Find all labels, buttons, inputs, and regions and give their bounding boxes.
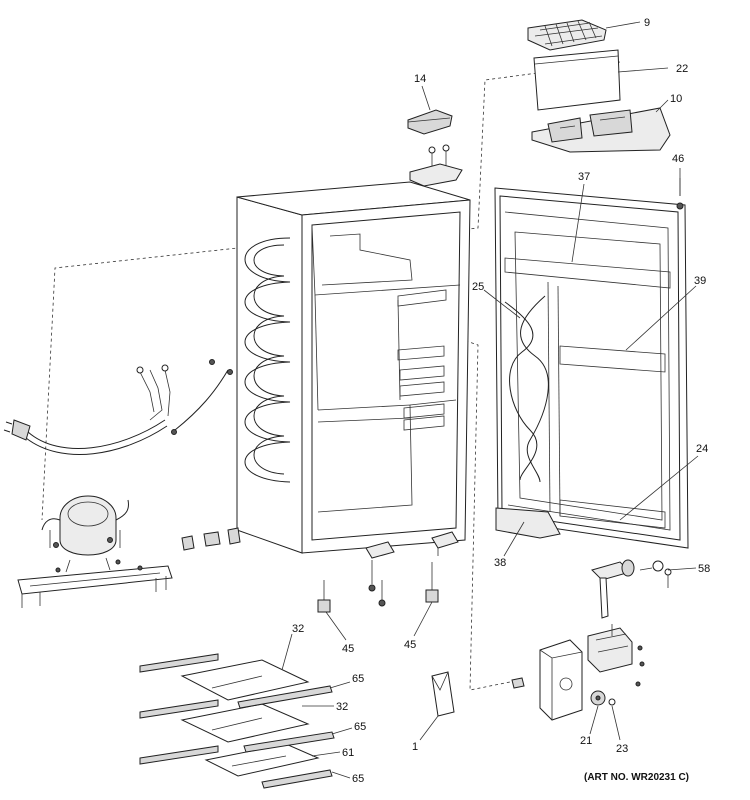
callout-21: 21 bbox=[580, 735, 592, 747]
thermostat-knob-part bbox=[407, 109, 463, 187]
callout-32-middle: 32 bbox=[336, 701, 348, 713]
leveling-leg-left bbox=[317, 580, 331, 613]
door-handle-part bbox=[591, 559, 672, 619]
callout-65-middle: 65 bbox=[354, 721, 366, 733]
callout-61: 61 bbox=[342, 747, 354, 759]
callout-39: 39 bbox=[694, 275, 706, 287]
callout-labels: 9 22 10 14 46 37 39 25 24 38 58 45 45 32… bbox=[292, 17, 710, 785]
art-number: (ART NO. WR20231 C) bbox=[584, 772, 689, 783]
ice-tray-part bbox=[527, 19, 607, 51]
callout-14: 14 bbox=[414, 73, 426, 85]
callout-1: 1 bbox=[412, 741, 418, 753]
callout-23: 23 bbox=[616, 743, 628, 755]
callout-38: 38 bbox=[494, 557, 506, 569]
shelf-rails bbox=[139, 653, 335, 789]
thermostat-control-part bbox=[511, 624, 645, 721]
callout-25: 25 bbox=[472, 281, 484, 293]
small-hardware-parts bbox=[181, 527, 459, 607]
power-cord-part bbox=[3, 359, 233, 455]
callout-45-left: 45 bbox=[342, 643, 354, 655]
callout-45-right: 45 bbox=[404, 639, 416, 651]
leveling-leg-right bbox=[425, 562, 439, 603]
shelf-middle bbox=[180, 703, 310, 743]
door-part bbox=[494, 178, 689, 549]
callout-46: 46 bbox=[672, 153, 684, 165]
manual-part bbox=[431, 671, 455, 717]
callout-24: 24 bbox=[696, 443, 708, 455]
base-rail-part bbox=[17, 559, 173, 608]
freezer-door-part bbox=[533, 49, 621, 111]
callout-65-lower: 65 bbox=[352, 773, 364, 785]
shelf-upper bbox=[180, 659, 310, 701]
callout-9: 9 bbox=[644, 17, 650, 29]
compressor-part bbox=[41, 495, 129, 573]
callout-65-upper: 65 bbox=[352, 673, 364, 685]
freezer-compartment-part bbox=[531, 107, 671, 153]
callout-10: 10 bbox=[670, 93, 682, 105]
callout-22: 22 bbox=[676, 63, 688, 75]
callout-37: 37 bbox=[578, 171, 590, 183]
callout-58: 58 bbox=[698, 563, 710, 575]
callout-leader-lines bbox=[281, 21, 699, 779]
cabinet-part bbox=[236, 181, 471, 554]
callout-32-upper: 32 bbox=[292, 623, 304, 635]
